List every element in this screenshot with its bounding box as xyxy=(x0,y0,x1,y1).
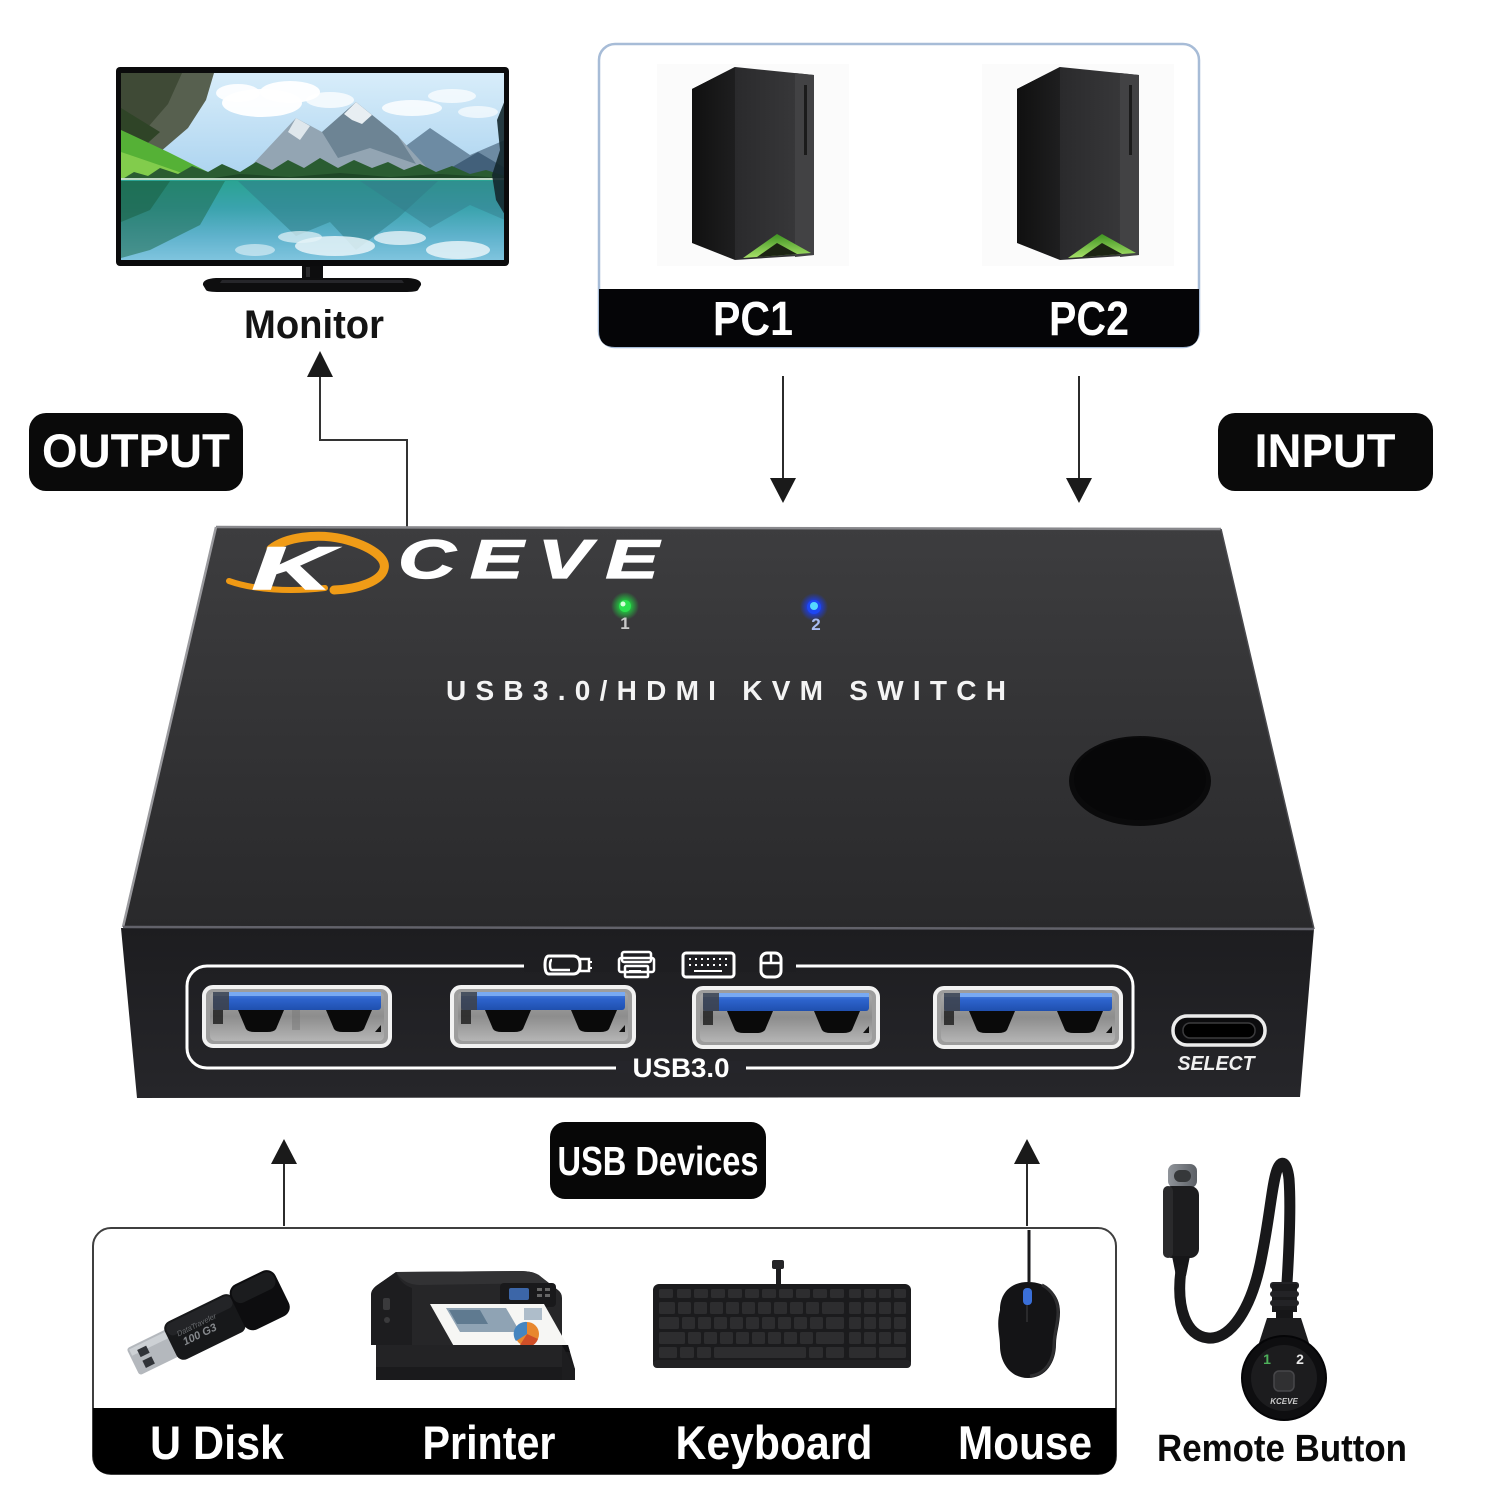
svg-text:PC2: PC2 xyxy=(1049,293,1129,346)
svg-text:Printer: Printer xyxy=(423,1416,556,1469)
svg-text:1: 1 xyxy=(1263,1351,1271,1367)
svg-text:U Disk: U Disk xyxy=(150,1416,285,1469)
svg-text:USB3.0: USB3.0 xyxy=(633,1053,730,1083)
svg-text:Monitor: Monitor xyxy=(244,303,384,347)
svg-text:1: 1 xyxy=(620,614,629,633)
svg-text:CEVE: CEVE xyxy=(398,528,673,590)
svg-text:K: K xyxy=(252,535,339,602)
svg-text:INPUT: INPUT xyxy=(1255,424,1396,477)
svg-text:SELECT: SELECT xyxy=(1178,1053,1257,1075)
svg-text:USB3.0/HDMI KVM SWITCH: USB3.0/HDMI KVM SWITCH xyxy=(446,675,1006,706)
svg-text:Mouse: Mouse xyxy=(958,1416,1092,1469)
svg-text:KCEVE: KCEVE xyxy=(1270,1397,1298,1406)
svg-text:2: 2 xyxy=(811,615,820,634)
svg-text:PC1: PC1 xyxy=(713,293,793,346)
svg-text:2: 2 xyxy=(1296,1351,1304,1367)
svg-text:USB Devices: USB Devices xyxy=(558,1138,759,1184)
svg-text:OUTPUT: OUTPUT xyxy=(42,424,230,477)
svg-text:Keyboard: Keyboard xyxy=(676,1416,873,1469)
svg-text:Remote Button: Remote Button xyxy=(1157,1428,1407,1470)
